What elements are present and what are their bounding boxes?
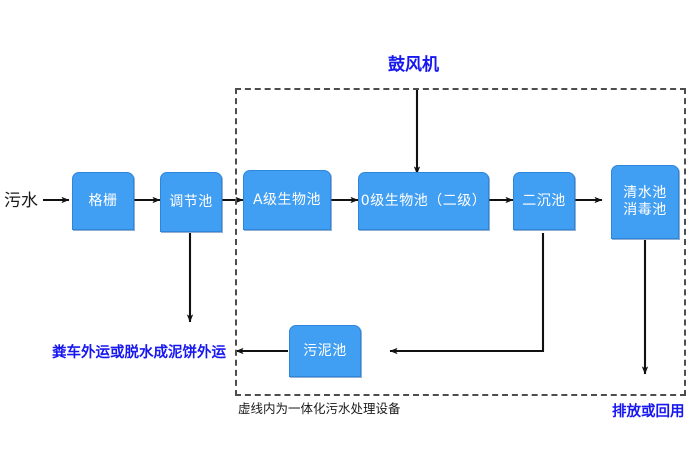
node-secondary-clarifier[interactable]: 二沉池 bbox=[513, 172, 575, 230]
integrated-equipment-boundary bbox=[235, 88, 686, 396]
label-influent: 污水 bbox=[4, 191, 38, 211]
node-a-stage-bioreactor[interactable]: A级生物池 bbox=[243, 170, 331, 230]
label-sludge-disposal: 粪车外运或脱水成泥饼外运 bbox=[52, 345, 226, 361]
node-equalization-tank[interactable]: 调节池 bbox=[160, 172, 222, 232]
node-sludge-tank[interactable]: 污泥池 bbox=[289, 325, 361, 377]
node-clearwater-disinfection-tank[interactable]: 清水池 消毒池 bbox=[611, 165, 679, 239]
label-effluent-reuse: 排放或回用 bbox=[612, 404, 685, 420]
node-o-stage-bioreactor[interactable]: 0级生物池（二级） bbox=[358, 172, 489, 230]
caption-integrated-equipment: 虚线内为一体化污水处理设备 bbox=[238, 401, 401, 416]
label-blower: 鼓风机 bbox=[388, 55, 439, 75]
node-grid[interactable]: 格栅 bbox=[72, 172, 134, 230]
edge-secondary-to-sludge bbox=[389, 233, 545, 355]
